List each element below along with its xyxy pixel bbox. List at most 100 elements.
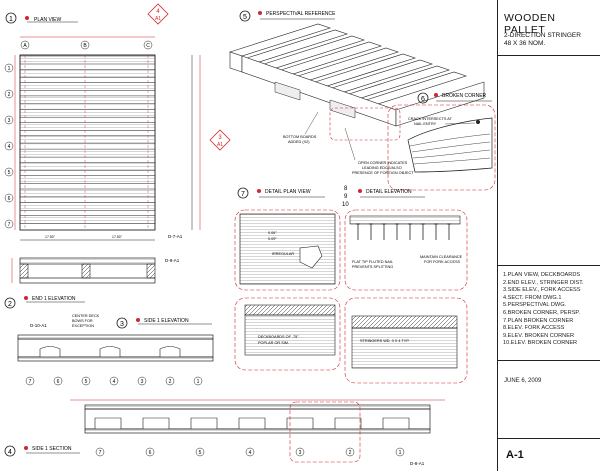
title-block: WOODEN PALLET 2-DIRECTION STRINGER 48 X … (497, 0, 600, 471)
drawing-date: JUNE 6, 2009 (504, 378, 542, 384)
view-label: BROKEN CORNER (442, 93, 487, 99)
view-marker-icon (358, 189, 362, 193)
divider (498, 438, 600, 439)
view-label: SIDE 1 SECTION (32, 446, 72, 452)
grid-number: 1 (399, 450, 402, 456)
svg-text:17.50": 17.50" (45, 235, 56, 239)
note-line: ADDED (X2) (288, 140, 310, 144)
view-number: 9 (344, 194, 348, 200)
grid-number: 3 (299, 450, 302, 456)
grid-number: 2 (8, 92, 11, 98)
note-line: 0.06" (268, 231, 277, 235)
sheet-list-item: 4.SECT. FROM DWG.1 (503, 294, 562, 301)
note-line: STRINGERS WD. 3 X 4 TYP. (360, 339, 409, 343)
detail-elevation-view: 8 9 10 DETAIL ELEVATION FLAT TIP FLUTED … (342, 186, 468, 384)
view-label: PERSPECTIVAL REFERENCE (266, 11, 336, 17)
note-line: FOR FORK ACCESS (424, 260, 461, 264)
note-line: BOTTOM BOARDS (283, 135, 317, 139)
view-marker-icon (257, 189, 261, 193)
view-label: END 1 ELEVATION (32, 296, 76, 302)
view-marker-icon (136, 318, 140, 322)
section-marker (147, 3, 169, 25)
detail-callout: D-9-A1 (165, 258, 180, 263)
sheet-list-item: 1.PLAN VIEW, DECKBOARDS (503, 272, 581, 278)
grid-number: 3 (8, 118, 11, 124)
view-number: 10 (342, 202, 349, 208)
sheet-list: 1.PLAN VIEW, DECKBOARDS 2.END ELEV., STR… (503, 272, 584, 348)
view-label: DETAIL PLAN VIEW (265, 189, 311, 195)
grid-number: 4 (8, 144, 11, 150)
note-line: POPLAR OR SIM. (258, 341, 289, 345)
view-number: 2 (8, 301, 12, 308)
note-line: DECKBOARDS OF .75" (258, 335, 299, 339)
side-section: 7 6 5 4 3 2 1 4 SIDE 1 SECTION D-8-A1 (4, 399, 445, 466)
grid-number: 4 (249, 450, 252, 456)
sheet-list-item: 2.END ELEV., STRINGER DIST. (503, 279, 584, 286)
section-num: 3 (218, 135, 222, 141)
perspective-view: 5 PERSPECTIVAL REFERENCE BOTTOM BOARDS A… (229, 10, 485, 175)
section-sheet: A1 (217, 142, 223, 148)
section-sheet: A1 (155, 16, 161, 22)
divider (498, 55, 600, 56)
grid-number: 5 (199, 450, 202, 456)
view-number: 8 (344, 186, 348, 192)
end-elevation: D-9-A1 2 END 1 ELEVATION D-10-A1 CENTER … (4, 257, 180, 328)
view-marker-icon (24, 296, 28, 300)
view-label: DETAIL ELEVATION (366, 189, 412, 195)
subtitle-line: 2-DIRECTION STRINGER (504, 32, 581, 39)
grid-number: 6 (57, 379, 60, 385)
view-marker-icon (25, 16, 29, 20)
sheet-list-item: 3.SIDE ELEV., FORK ACCESS (503, 287, 581, 294)
grid-number: 5 (85, 379, 88, 385)
subtitle-line: 48 X 36 NOM. (504, 40, 546, 47)
sheet-number: A-1 (506, 449, 524, 461)
grid-number: 2 (169, 379, 172, 385)
broken-corner-view: 6 BROKEN CORNER CRACK INTERSECTS AT NAIL… (387, 92, 496, 191)
drawing-title: WOODEN PALLET (504, 12, 556, 36)
view-marker-icon (434, 93, 438, 97)
view-number: 1 (9, 16, 13, 23)
grid-letter-c: C (146, 43, 150, 49)
grid-number: 4 (113, 379, 116, 385)
note-line: LEADING EDGE/ALSO (362, 166, 402, 170)
grid-number: 1 (8, 66, 11, 72)
note-line: PRESENCE OF FOREIGN OBJECT (352, 171, 414, 175)
grid-number: 1 (197, 379, 200, 385)
view-number: 7 (241, 191, 245, 198)
note-line: MAINTAIN CLEARANCE (420, 255, 463, 259)
sheet-list-item: 10.ELEV. BROKEN CORNER (503, 340, 578, 347)
grid-number: 7 (29, 379, 32, 385)
detail-callout: D-10-A1 (30, 323, 47, 328)
section-marker (209, 129, 231, 151)
note-line: IRREGULAR (272, 252, 294, 256)
divider (498, 360, 600, 361)
grid-number: 6 (149, 450, 152, 456)
grid-number: 7 (8, 222, 11, 228)
grid-letter-a: A (23, 43, 27, 49)
section-num: 4 (156, 9, 160, 15)
view-marker-icon (258, 11, 262, 15)
view-number: 3 (120, 321, 124, 328)
view-number-bubble (5, 12, 17, 24)
grid-number: 5 (8, 170, 11, 176)
grid-number: 2 (349, 450, 352, 456)
note-line: OPEN CORNER INDICATES (358, 161, 408, 165)
note-line: 0.09" (268, 237, 277, 241)
grid-letter-b: B (83, 43, 87, 49)
note-line: BOWS FOR (72, 319, 93, 323)
detail-plan-view: 7 DETAIL PLAN VIEW 0.06" 0.09" IRREGULAR… (234, 187, 341, 371)
sheet-list-item: 7.PLAN BROKEN CORNER (503, 317, 574, 324)
view-label: PLAN VIEW (34, 17, 62, 23)
sheet-list-item: 8.ELEV. FORK ACCESS (503, 325, 565, 332)
view-number: 4 (8, 449, 12, 456)
note-line: FLAT TIP FLUTED NAIL (352, 260, 393, 264)
grid-number: 7 (99, 450, 102, 456)
drawing-subtitle: 2-DIRECTION STRINGER 48 X 36 NOM. (504, 32, 581, 48)
sheet-list-item: 6.BROKEN CORNER, PERSP. (503, 309, 580, 316)
sheet-list-item: 5.PERSPECTIVAL DWG. (503, 302, 567, 309)
view-marker-icon (24, 446, 28, 450)
detail-callout: D-8-A1 (410, 461, 425, 466)
divider (498, 265, 600, 266)
